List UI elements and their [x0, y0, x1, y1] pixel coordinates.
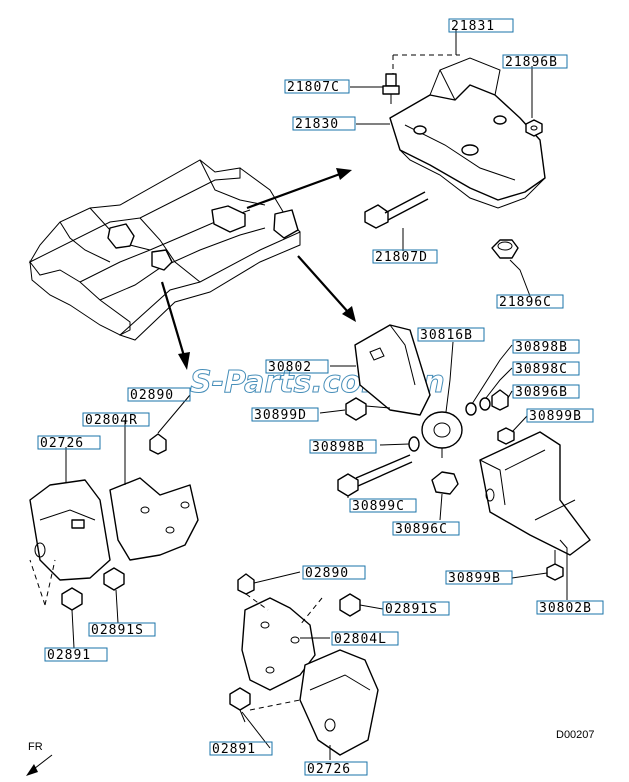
- label-30898b[interactable]: 30898B: [515, 340, 568, 355]
- label-30899c[interactable]: 30899C: [352, 499, 405, 514]
- part-labels: 21831 21896B 21807C 21830 21807D 21896C …: [37, 18, 604, 777]
- leader-lines: [65, 30, 568, 760]
- bracket-30802b: [479, 431, 591, 556]
- bolt-02891s-upper: [103, 567, 125, 591]
- label-02804r[interactable]: 02804R: [85, 413, 138, 428]
- nut-21896c: [491, 239, 519, 259]
- label-02891s-upper[interactable]: 02891S: [91, 623, 144, 638]
- label-02891s-lower[interactable]: 02891S: [385, 602, 438, 617]
- bolt-02891-lower: [229, 687, 301, 723]
- label-02891-upper[interactable]: 02891: [47, 648, 91, 663]
- label-30899b[interactable]: 30899B: [529, 409, 582, 424]
- label-21830[interactable]: 21830: [295, 117, 339, 132]
- insulator-02726-lower: [299, 649, 379, 756]
- direction-arrows: [160, 168, 356, 370]
- label-02890-upper[interactable]: 02890: [130, 388, 174, 403]
- nut-21896b: [525, 119, 543, 137]
- label-02891-lower[interactable]: 02891: [212, 742, 256, 757]
- washer-30898b: [408, 402, 477, 452]
- nut-02890-upper: [149, 433, 167, 455]
- nut-30896b: [491, 389, 509, 411]
- insulator-30816b: [421, 411, 463, 458]
- label-30899b-lower[interactable]: 30899B: [448, 571, 501, 586]
- label-21807d[interactable]: 21807D: [375, 250, 428, 265]
- bracket-02804r: [109, 477, 199, 561]
- label-30898b-lower[interactable]: 30898B: [312, 440, 365, 455]
- label-02726-lower[interactable]: 02726: [307, 762, 351, 777]
- label-21896c[interactable]: 21896C: [499, 295, 552, 310]
- bolt-02891-upper: [29, 559, 83, 611]
- label-21807c[interactable]: 21807C: [287, 80, 340, 95]
- bolt-30899b: [497, 427, 564, 581]
- bolt-30899c: [337, 454, 413, 497]
- label-02804l[interactable]: 02804L: [334, 632, 387, 647]
- nut-30896c: [431, 471, 459, 495]
- label-30816b[interactable]: 30816B: [420, 328, 473, 343]
- chassis-frame: [28, 159, 301, 341]
- mount-bracket-30802: [354, 324, 431, 416]
- crossmember-21830: [389, 54, 546, 209]
- bolt-21807d: [364, 191, 429, 229]
- label-21896b[interactable]: 21896B: [505, 55, 558, 70]
- label-30899d[interactable]: 30899D: [254, 408, 307, 423]
- label-30802[interactable]: 30802: [268, 360, 312, 375]
- front-indicator: FR: [26, 741, 53, 776]
- nut-02890-lower: [237, 573, 269, 611]
- label-02890-lower[interactable]: 02890: [305, 566, 349, 581]
- bolt-21807c: [382, 73, 400, 104]
- label-30802b[interactable]: 30802B: [539, 601, 592, 616]
- diagram-code: D00207: [556, 729, 595, 741]
- label-30896c[interactable]: 30896C: [395, 522, 448, 537]
- insulator-02726-upper: [29, 479, 111, 581]
- label-02726-upper[interactable]: 02726: [40, 436, 84, 451]
- bolt-30899d: [345, 397, 391, 421]
- bolt-02891s-lower: [299, 593, 361, 626]
- label-30896b[interactable]: 30896B: [515, 385, 568, 400]
- label-30898c[interactable]: 30898C: [515, 362, 568, 377]
- washer-30898c: [479, 397, 491, 411]
- label-21831[interactable]: 21831: [451, 19, 495, 34]
- front-label: FR: [28, 741, 43, 753]
